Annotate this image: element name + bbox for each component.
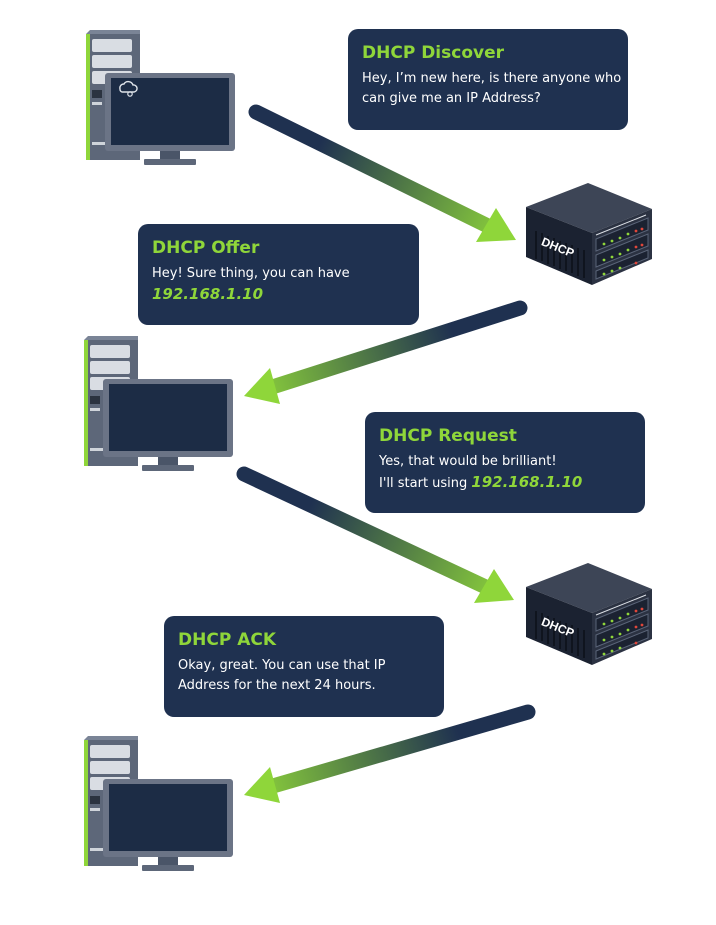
dhcp-offer-bubble: DHCP Offer Hey! Sure thing, you can have… [138,224,419,325]
ip-address: 192.168.1.10 [471,473,583,491]
cloud-icon [119,80,138,97]
ip-address: 192.168.1.10 [152,285,264,303]
step-title: DHCP Offer [152,238,260,258]
dhcp-ack-bubble: DHCP ACK Okay, great. You can use that I… [164,616,444,717]
arrow-icon [248,104,516,242]
dhcp-request-bubble: DHCP Request Yes, that would be brillian… [365,412,645,513]
arrow-icon [244,704,536,803]
step-text: Okay, great. You can use that IP [178,658,386,673]
arrow-icon [244,300,528,404]
step-title: DHCP Request [379,426,517,446]
step-title: DHCP Discover [362,43,505,63]
dhcp-discover-bubble: DHCP Discover Hey, I’m new here, is ther… [348,29,628,130]
step-text: Address for the next 24 hours. [178,678,376,693]
step-text: Hey! Sure thing, you can have [152,266,350,281]
step-text: I'll start using [379,476,468,491]
step-text: Yes, that would be brilliant! [379,454,557,469]
step-title: DHCP ACK [178,630,276,650]
computer-icon [84,336,233,471]
step-text: can give me an IP Address? [362,91,541,106]
dhcp-server-icon: DHCP [525,182,653,286]
computer-icon [86,30,235,165]
arrow-icon [236,466,514,603]
computer-icon [84,736,233,871]
step-text: Hey, I’m new here, is there anyone who [362,71,622,86]
dhcp-server-icon: DHCP [525,562,653,666]
